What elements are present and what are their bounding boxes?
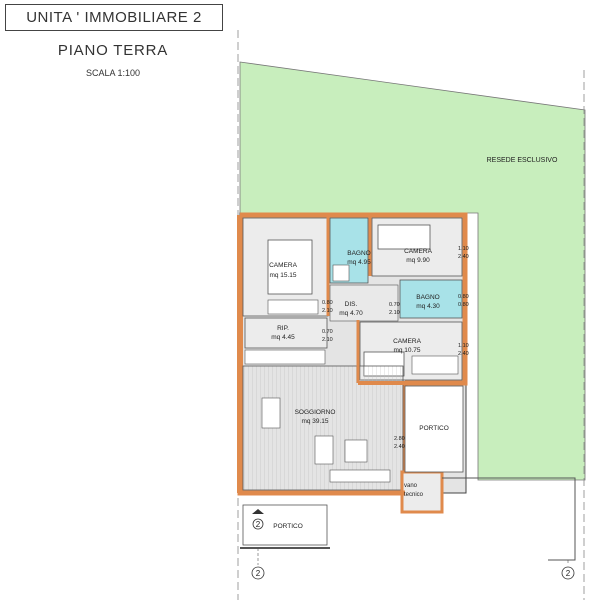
axis-marker — [561, 566, 575, 580]
room-vano-tecnico — [400, 470, 444, 514]
room-portico-right — [404, 385, 464, 473]
dining-table — [261, 397, 281, 429]
axis-marker — [251, 566, 265, 580]
rip-name: RIP. — [277, 325, 289, 332]
bagno-2-area: mq 4.30 — [416, 303, 440, 310]
room-bagno-2 — [399, 279, 463, 319]
shower-1 — [332, 264, 350, 282]
scale-label: SCALA 1:100 — [85, 68, 141, 78]
soggiorno-name: SOGGIORNO — [295, 409, 336, 416]
dim-label: 2.10 — [322, 308, 333, 314]
room-dis — [329, 284, 399, 322]
tv-unit — [329, 469, 391, 483]
camera-2-name: CAMERA — [404, 248, 432, 255]
vano-line-2: tecnico — [404, 492, 424, 498]
coffee-table — [344, 439, 368, 463]
dim-label: 2.80 — [394, 436, 405, 442]
axis-number: 2 — [256, 520, 261, 529]
dis-area: mq 4.70 — [339, 310, 363, 317]
dim-label: 1.10 — [458, 246, 469, 252]
dim-label: 1.10 — [458, 343, 469, 349]
camera-1-area: mq 15.15 — [269, 272, 296, 279]
dim-label: 0.80 — [458, 294, 469, 300]
room-rip — [244, 317, 328, 349]
soggiorno-area: mq 39.15 — [301, 418, 328, 425]
sofa — [314, 435, 334, 465]
vano-line-1: vano — [404, 483, 418, 489]
garden-label: RESEDE ESCLUSIVO — [487, 157, 558, 164]
wardrobe-3 — [411, 355, 459, 375]
bed-2 — [377, 224, 431, 250]
dim-label: 2.10 — [389, 310, 400, 316]
axis-number: 2 — [566, 569, 571, 578]
camera-3-area: mq 10.75 — [393, 347, 420, 354]
portico-right-name: PORTICO — [419, 425, 449, 432]
floor-label: PIANO TERRA — [57, 42, 169, 59]
bagno-2-name: BAGNO — [416, 294, 439, 301]
camera-2-area: mq 9.90 — [406, 257, 430, 264]
dim-label: 2.40 — [458, 351, 469, 357]
axis-number: 2 — [256, 569, 261, 578]
bagno-1-area: mq 4.95 — [347, 259, 371, 266]
dim-label: 2.40 — [458, 254, 469, 260]
entrance-arrow-icon — [252, 509, 264, 514]
dis-name: DIS. — [345, 301, 358, 308]
portico-bottom-name: PORTICO — [273, 523, 303, 530]
kitchen-counter — [244, 349, 326, 365]
camera-3-name: CAMERA — [393, 338, 421, 345]
bed-1 — [267, 239, 313, 295]
bagno-1-name: BAGNO — [347, 250, 370, 257]
dim-label: 0.70 — [322, 329, 333, 335]
dim-label: 0.70 — [389, 302, 400, 308]
dim-label: 2.10 — [322, 337, 333, 343]
dim-label: 2.40 — [394, 444, 405, 450]
terrace-outline — [442, 477, 576, 561]
dim-label: 0.80 — [322, 300, 333, 306]
camera-1-name: CAMERA — [269, 262, 297, 269]
rip-area: mq 4.45 — [271, 334, 295, 341]
axis-marker — [252, 518, 264, 530]
dim-label: 0.80 — [458, 302, 469, 308]
unit-title: UNITA ' IMMOBILIARE 2 — [5, 4, 223, 31]
wardrobe-1 — [267, 299, 319, 315]
